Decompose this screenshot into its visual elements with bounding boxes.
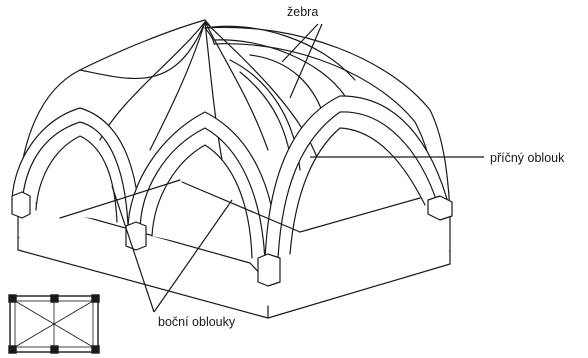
label-ribs: žebra (287, 6, 318, 19)
label-side-arches: boční oblouky (158, 316, 235, 329)
plan-inset (9, 295, 99, 353)
label-transverse-arch: příčný oblouk (490, 152, 564, 165)
transverse-arch (205, 27, 430, 122)
leader-ribs-1 (282, 24, 318, 62)
